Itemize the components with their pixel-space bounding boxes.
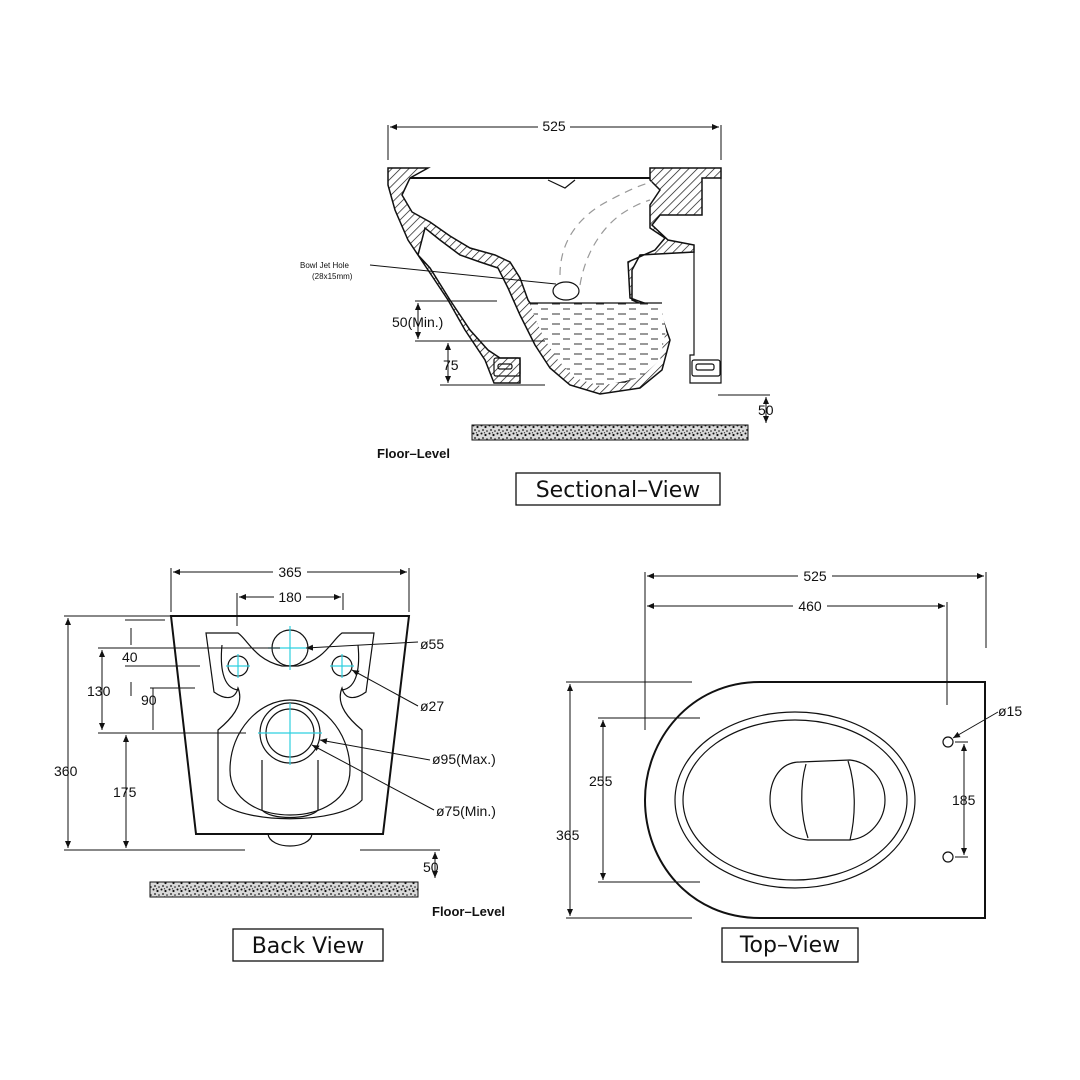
section-min-50-label: 50(Min.) [392, 314, 443, 330]
section-right-body [689, 178, 722, 384]
back-vertical-dimensions: 360 40 130 90 175 [54, 615, 440, 851]
section-gap-50-label: 50 [758, 402, 774, 418]
back-floor-label: Floor–Level [432, 904, 505, 919]
top-view: 525 460 ø15 185 255 365 Top–Vi [556, 568, 1022, 963]
section-outer-shell [387, 167, 722, 395]
section-flush-path [559, 181, 653, 276]
top-inner-label: 460 [798, 598, 822, 614]
back-view: 365 180 ø55 ø27 ø95( [54, 564, 505, 962]
bowl-jet-hole [552, 281, 580, 301]
back-inner-label: 180 [278, 589, 302, 605]
back-360-label: 360 [54, 763, 78, 779]
sectional-view-title: Sectional–View [536, 478, 701, 503]
top-255-label: 255 [589, 773, 613, 789]
jet-hole-size: (28x15mm) [312, 272, 353, 281]
back-d75-label: ø75(Min.) [436, 803, 496, 819]
back-d27-label: ø27 [420, 698, 444, 714]
back-d55-label: ø55 [420, 636, 444, 652]
top-bolt-lower [942, 851, 954, 863]
back-floor [149, 881, 419, 898]
top-outline [643, 681, 986, 919]
section-width-dimension: 525 [387, 118, 722, 160]
top-view-title: Top–View [739, 933, 840, 958]
back-width-label: 365 [278, 564, 302, 580]
back-90-label: 90 [141, 692, 157, 708]
section-vertical-dimensions: 50(Min.) 75 [392, 300, 545, 386]
top-bolt-upper [942, 736, 954, 748]
top-bowl-opening [769, 759, 886, 841]
section-floor-label: Floor–Level [377, 446, 450, 461]
top-365-label: 365 [556, 827, 580, 843]
sectional-view: 525 Bowl Jet Hole (28x15mm) 50(Min.) [300, 118, 774, 506]
jet-hole-label: Bowl Jet Hole [300, 261, 349, 270]
back-view-title: Back View [252, 934, 365, 959]
section-floor [471, 424, 749, 441]
top-185-label: 185 [952, 792, 976, 808]
section-water [530, 303, 666, 386]
back-175-label: 175 [113, 784, 137, 800]
back-d95-label: ø95(Max.) [432, 751, 496, 767]
back-inner-frame [205, 632, 375, 820]
back-gap-50-label: 50 [423, 859, 439, 875]
section-75-label: 75 [443, 357, 459, 373]
top-rim-inner [682, 719, 908, 881]
back-40-label: 40 [122, 649, 138, 665]
top-length-label: 525 [803, 568, 827, 584]
back-outline [169, 615, 411, 835]
section-width-label: 525 [542, 118, 566, 134]
back-130-label: 130 [87, 683, 111, 699]
top-d15-label: ø15 [998, 703, 1022, 719]
top-rim-outer [674, 711, 916, 889]
